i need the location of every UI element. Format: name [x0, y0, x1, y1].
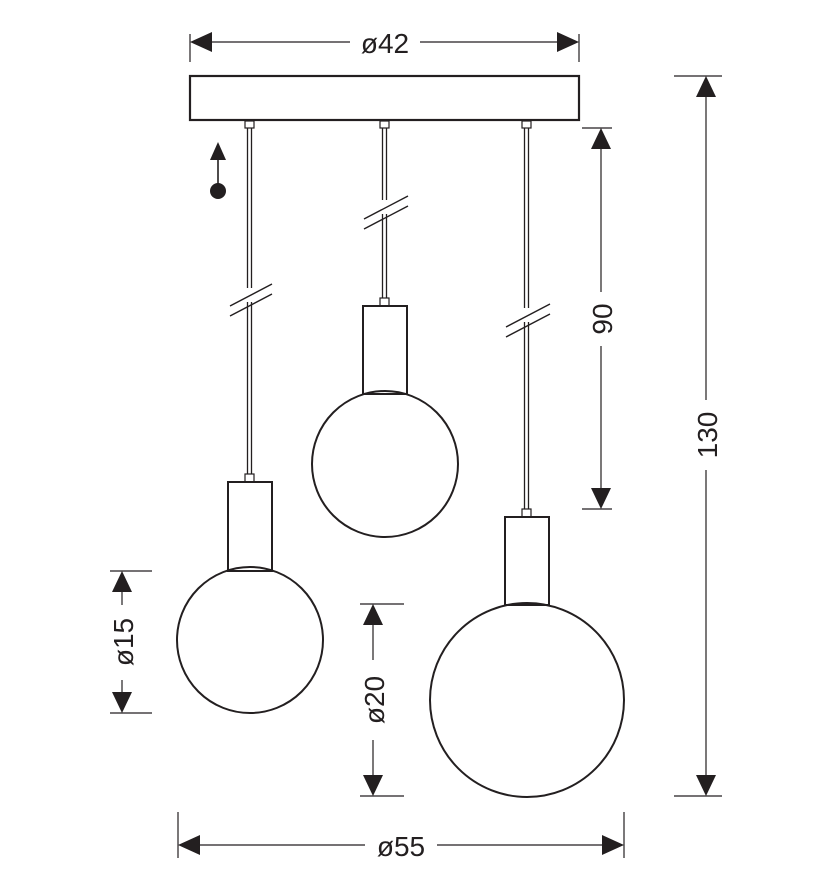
small-globe-diameter-label: ø15	[108, 618, 139, 666]
lamp-socket-right	[504, 516, 550, 606]
overall-diameter-label: ø55	[377, 831, 425, 862]
cable-break-mark-middle	[363, 195, 409, 230]
globe-middle	[311, 390, 459, 538]
lamp-socket-middle	[362, 305, 408, 395]
small-globe-diameter-dimension: ø15	[108, 570, 152, 714]
height-adjust-icon	[210, 142, 226, 199]
large-globe-diameter-dimension: ø20	[359, 603, 404, 797]
cable-break-mark-left	[229, 283, 273, 317]
canopy-width-dimension: ø42	[189, 28, 580, 62]
pendant-middle	[311, 120, 459, 538]
cable-length-label: 90	[587, 303, 618, 334]
globe-large	[429, 602, 625, 798]
lamp-socket-left	[227, 481, 273, 572]
overall-height-label: 130	[692, 412, 723, 459]
cable-length-dimension: 90	[582, 127, 618, 510]
cable-break-mark-right	[505, 303, 551, 338]
overall-height-dimension: 130	[674, 75, 723, 797]
overall-diameter-dimension: ø55	[177, 812, 625, 862]
globe-small	[176, 566, 324, 714]
pendant-right	[429, 120, 625, 798]
large-globe-diameter-label: ø20	[359, 676, 390, 724]
canopy-plate	[188, 74, 581, 122]
pendant-left	[176, 120, 324, 714]
canopy-width-label: ø42	[361, 28, 409, 59]
